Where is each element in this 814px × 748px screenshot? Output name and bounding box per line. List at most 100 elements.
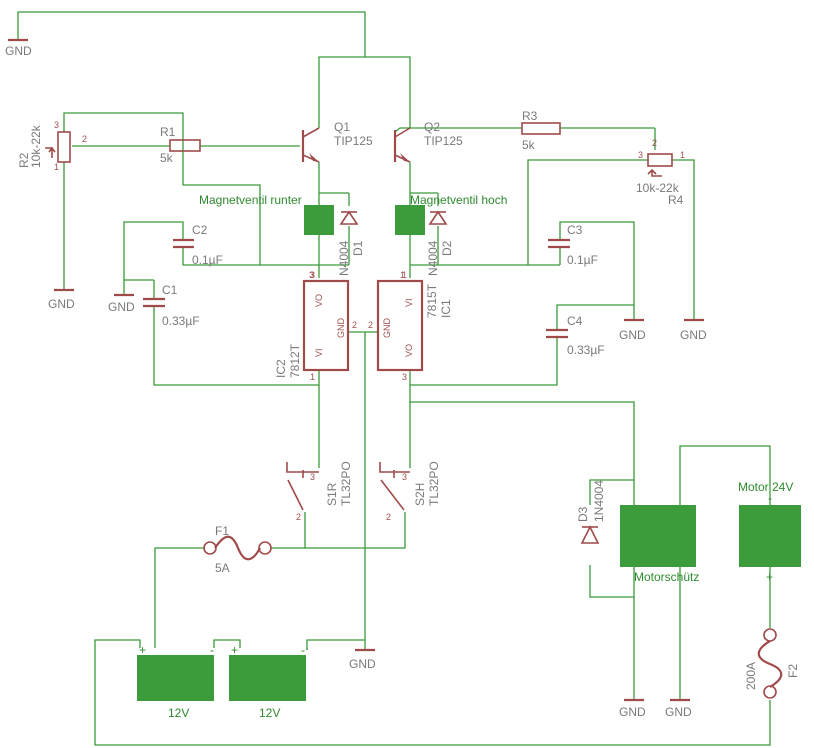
svg-text:Motorschütz: Motorschütz	[634, 570, 699, 584]
svg-text:3: 3	[402, 472, 407, 482]
svg-text:3: 3	[638, 150, 643, 160]
svg-text:Motor 24V: Motor 24V	[738, 480, 793, 494]
svg-text:R1: R1	[160, 125, 176, 139]
svg-text:3: 3	[310, 270, 315, 280]
svg-text:2: 2	[368, 320, 373, 330]
transistor-q2: Q2 TIP125	[393, 120, 463, 163]
svg-text:C1: C1	[162, 283, 178, 297]
svg-text:5A: 5A	[215, 561, 230, 575]
gnd-label: GND	[619, 328, 646, 342]
gnd-label: GND	[108, 300, 135, 314]
capacitor-c3: C3 0.1µF	[548, 223, 598, 267]
svg-text:TIP125: TIP125	[334, 134, 373, 148]
svg-text:VO: VO	[404, 344, 414, 357]
pin-numbers: 3 1	[309, 270, 405, 280]
svg-text:VI: VI	[404, 298, 414, 307]
svg-text:-: -	[210, 643, 214, 657]
regulator-ic1: GND VI VO 1 2 3 7815T IC1	[368, 270, 453, 382]
svg-text:Q1: Q1	[334, 120, 350, 134]
fuse-f2: 200A F2	[744, 628, 800, 699]
svg-text:IC1: IC1	[439, 299, 453, 318]
capacitor-c2: C2 0.1µF	[173, 223, 223, 267]
transistor-q1: Q1 TIP125	[301, 120, 373, 163]
svg-text:12V: 12V	[168, 706, 189, 720]
svg-text:C4: C4	[567, 314, 583, 328]
svg-text:1N4004: 1N4004	[592, 480, 606, 522]
svg-text:VO: VO	[314, 294, 324, 307]
gnd-label: GND	[349, 657, 376, 671]
svg-text:Q2: Q2	[424, 120, 440, 134]
svg-text:2: 2	[652, 138, 657, 148]
svg-text:3: 3	[310, 472, 315, 482]
svg-text:2: 2	[386, 512, 391, 522]
potentiometer-r4: 3 2 1 10k-22k R4	[636, 138, 685, 207]
svg-text:Magnetventil runter: Magnetventil runter	[199, 193, 302, 207]
solenoid-valve-up: Magnetventil hoch	[395, 193, 507, 235]
svg-text:N4004: N4004	[426, 240, 440, 276]
battery-1: + - 12V	[137, 643, 214, 720]
svg-text:0.33µF: 0.33µF	[567, 343, 605, 357]
resistor-r1: R1 5k	[160, 125, 201, 165]
svg-text:-: -	[301, 643, 305, 657]
svg-text:7812T: 7812T	[288, 343, 302, 378]
svg-text:0.1µF: 0.1µF	[192, 253, 223, 267]
svg-text:TL32PO: TL32PO	[339, 461, 353, 506]
gnd-label: GND	[48, 297, 75, 311]
battery-2: + - 12V	[229, 643, 306, 720]
svg-text:+: +	[231, 643, 238, 657]
gnd-label: GND	[680, 328, 707, 342]
svg-text:GND: GND	[382, 318, 392, 339]
svg-text:0.33µF: 0.33µF	[162, 314, 200, 328]
gnd-symbol	[8, 38, 704, 702]
resistor-r3: R3 5k	[521, 109, 561, 152]
svg-text:2: 2	[352, 320, 357, 330]
svg-text:C3: C3	[567, 223, 583, 237]
wires	[17, 11, 771, 746]
gnd-label: GND	[5, 44, 32, 58]
svg-text:5k: 5k	[160, 151, 174, 165]
svg-text:N4004: N4004	[337, 240, 351, 276]
svg-text:1: 1	[680, 150, 685, 160]
capacitor-c1: C1 0.33µF	[143, 283, 200, 328]
svg-text:3: 3	[402, 372, 407, 382]
svg-text:+: +	[766, 570, 773, 584]
svg-text:10k-22k: 10k-22k	[29, 124, 43, 168]
gnd-label: GND	[619, 705, 646, 719]
svg-text:D2: D2	[440, 240, 454, 256]
svg-text:IC2: IC2	[274, 359, 288, 378]
motor-contactor: Motorschütz	[620, 505, 699, 584]
motor-24v: Motor 24V - +	[738, 480, 801, 584]
svg-text:Magnetventil hoch: Magnetventil hoch	[410, 193, 507, 207]
svg-text:1: 1	[310, 372, 315, 382]
svg-text:VI: VI	[314, 348, 324, 357]
svg-text:S1R: S1R	[325, 482, 339, 506]
svg-text:1: 1	[400, 270, 405, 280]
svg-text:R3: R3	[522, 109, 538, 123]
switch-s2h: 3 2 S2H TL32PO	[379, 461, 441, 522]
svg-text:D3: D3	[576, 506, 590, 522]
solenoid-valve-down: Magnetventil runter	[199, 193, 334, 235]
gnd-label: GND	[665, 705, 692, 719]
capacitor-c4: C4 0.33µF	[546, 314, 605, 357]
svg-text:+: +	[139, 643, 146, 657]
svg-text:D1: D1	[351, 240, 365, 256]
svg-text:1: 1	[402, 270, 407, 280]
svg-text:10k-22k: 10k-22k	[636, 181, 680, 195]
svg-text:GND: GND	[336, 318, 346, 339]
svg-text:TIP125: TIP125	[424, 134, 463, 148]
switch-s1r: 3 2 S1R TL32PO	[286, 461, 353, 522]
fuse-f1: F1 5A	[203, 524, 272, 575]
diode-d3: D3 1N4004	[576, 480, 606, 544]
svg-text:3: 3	[309, 270, 314, 280]
svg-text:F2: F2	[786, 664, 800, 678]
svg-text:TL32PO: TL32PO	[427, 461, 441, 506]
svg-text:5k: 5k	[522, 138, 536, 152]
svg-text:1: 1	[54, 162, 59, 172]
svg-text:S2H: S2H	[413, 483, 427, 506]
svg-text:7815T: 7815T	[425, 283, 439, 318]
diode-d1: N4004 D1	[337, 210, 365, 276]
potentiometer-r2: 3 1 2 R2 10k-22k	[17, 120, 87, 172]
svg-text:-: -	[768, 491, 772, 505]
svg-text:R4: R4	[668, 193, 684, 207]
